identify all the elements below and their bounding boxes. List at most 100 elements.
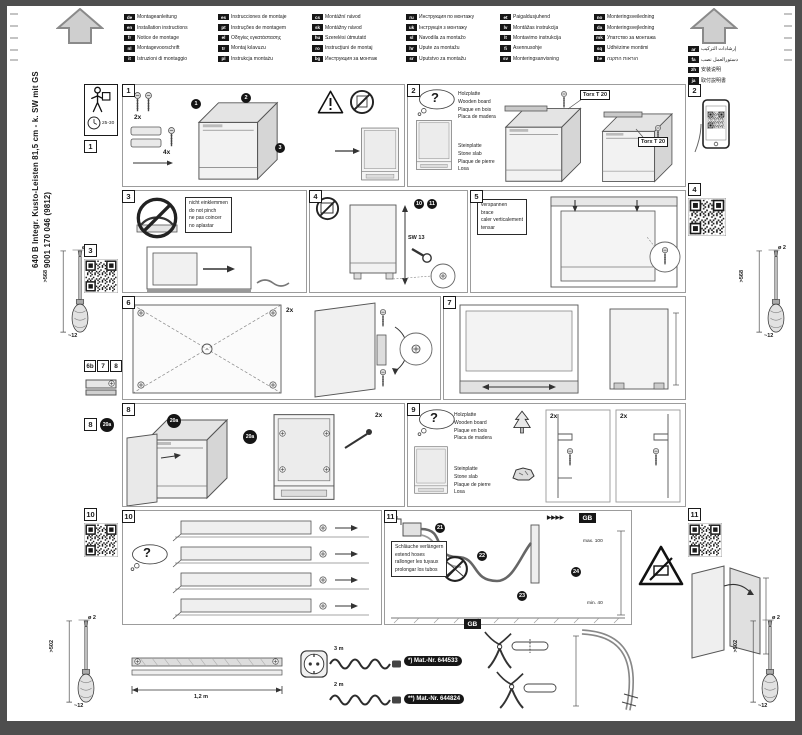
language-label: Упатство за монтажа bbox=[607, 34, 656, 41]
plinth-strip-icon bbox=[85, 379, 117, 396]
registration-marks-right bbox=[784, 13, 792, 61]
language-label: Инструкция по монтажу bbox=[419, 14, 475, 21]
orientation-arrow-up-icon bbox=[691, 8, 737, 44]
panel-11-illustration bbox=[391, 516, 625, 624]
panel-number: 7 bbox=[443, 296, 456, 309]
tool-length-label: >502 bbox=[49, 640, 55, 653]
panel-step-8: 8 20a 20a 2x bbox=[122, 403, 405, 507]
orientation-arrow-up-icon bbox=[57, 8, 103, 44]
frame-right bbox=[795, 0, 802, 735]
model-name: 640 B Integr. Kusto-Leisten 81,5 cm - k.… bbox=[31, 71, 40, 268]
hose-cutting-illustration bbox=[483, 629, 639, 711]
question-mark: ? bbox=[430, 410, 438, 425]
tool-offset-label: ~12 bbox=[74, 703, 84, 709]
part-count: 2x bbox=[620, 413, 628, 420]
language-label: Monteringsveiledning bbox=[607, 14, 655, 21]
part-count: 2x bbox=[550, 413, 558, 420]
panel-step-1: 1 2x 4x 1 2 3 bbox=[122, 84, 405, 187]
language-code-badge: fi bbox=[500, 45, 511, 52]
language-code-badge: lv bbox=[500, 24, 511, 31]
tool-offset-label: ~12 bbox=[758, 703, 768, 709]
panel-6-illustration bbox=[132, 302, 433, 398]
panel-number: 10 bbox=[122, 510, 135, 523]
margin-step-badge-6b: 6b bbox=[84, 360, 96, 372]
qr-code bbox=[84, 259, 118, 293]
tool-diameter-label: ø 2 bbox=[772, 615, 780, 621]
clock-icon bbox=[87, 116, 101, 130]
language-code-badge: it bbox=[124, 55, 135, 62]
margin-step-badge-8b: 8 bbox=[84, 418, 97, 431]
language-label: Uputstvo za montažu bbox=[419, 55, 466, 62]
cable-length-label: 3 m bbox=[334, 646, 344, 652]
document-title-vertical: 640 B Integr. Kusto-Leisten 81,5 cm - k.… bbox=[30, 56, 54, 268]
panel-number: 4 bbox=[309, 190, 322, 203]
language-label: Udhëzime montimi bbox=[607, 45, 649, 52]
language-code-badge: es bbox=[218, 13, 229, 21]
language-label: Istruzioni di montaggio bbox=[137, 55, 188, 62]
language-code-badge: zh bbox=[688, 66, 699, 74]
tool-length-label: >502 bbox=[733, 640, 739, 653]
qr-code bbox=[688, 523, 722, 557]
language-code-badge: tr bbox=[218, 45, 229, 52]
language-label: Інструкція з монтажу bbox=[419, 24, 468, 31]
language-label: Инструкция за монтаж bbox=[325, 55, 378, 62]
power-cord-illustration bbox=[300, 650, 401, 706]
language-code-badge: en bbox=[124, 24, 135, 31]
language-label: 取付説明書 bbox=[701, 77, 727, 84]
phone-qr-icon bbox=[694, 99, 730, 153]
part-count: 2x bbox=[134, 114, 142, 121]
qr-code bbox=[84, 523, 118, 557]
margin-step-badge-10: 10 bbox=[84, 508, 97, 521]
frame-top bbox=[0, 0, 802, 6]
language-label: Montážní návod bbox=[325, 14, 361, 21]
panel-5-illustration bbox=[550, 196, 681, 288]
screwdriver-icon bbox=[756, 249, 785, 333]
strip-kit-figure: 1,2 m bbox=[124, 646, 294, 712]
step-callout: 3 bbox=[275, 143, 285, 153]
margin-step-badge-11: 11 bbox=[688, 508, 701, 521]
panel-1-illustration bbox=[130, 89, 399, 181]
language-code-badge: he bbox=[594, 55, 605, 62]
frame-left bbox=[0, 0, 7, 735]
language-code-badge: el bbox=[218, 34, 229, 42]
language-label: הוראות התקנה bbox=[607, 55, 639, 62]
frame-bottom bbox=[0, 721, 802, 735]
tool-offset-label: ~12 bbox=[764, 333, 774, 339]
step-callout: 2 bbox=[241, 93, 251, 103]
language-label: Asennusohje bbox=[513, 45, 542, 52]
language-label: Montážny návod bbox=[325, 24, 362, 31]
language-label: دستورالعمل نصب bbox=[701, 56, 738, 63]
language-label: 安装说明 bbox=[701, 67, 722, 74]
language-code-badge: hr bbox=[406, 45, 417, 52]
language-label: Οδηγίες εγκατάστασης bbox=[231, 34, 282, 41]
language-code-badge: pt bbox=[218, 24, 229, 31]
step-callout: 10 bbox=[414, 199, 424, 209]
tool-diameter-label: ø 2 bbox=[88, 615, 96, 621]
language-code-badge: da bbox=[594, 24, 605, 31]
